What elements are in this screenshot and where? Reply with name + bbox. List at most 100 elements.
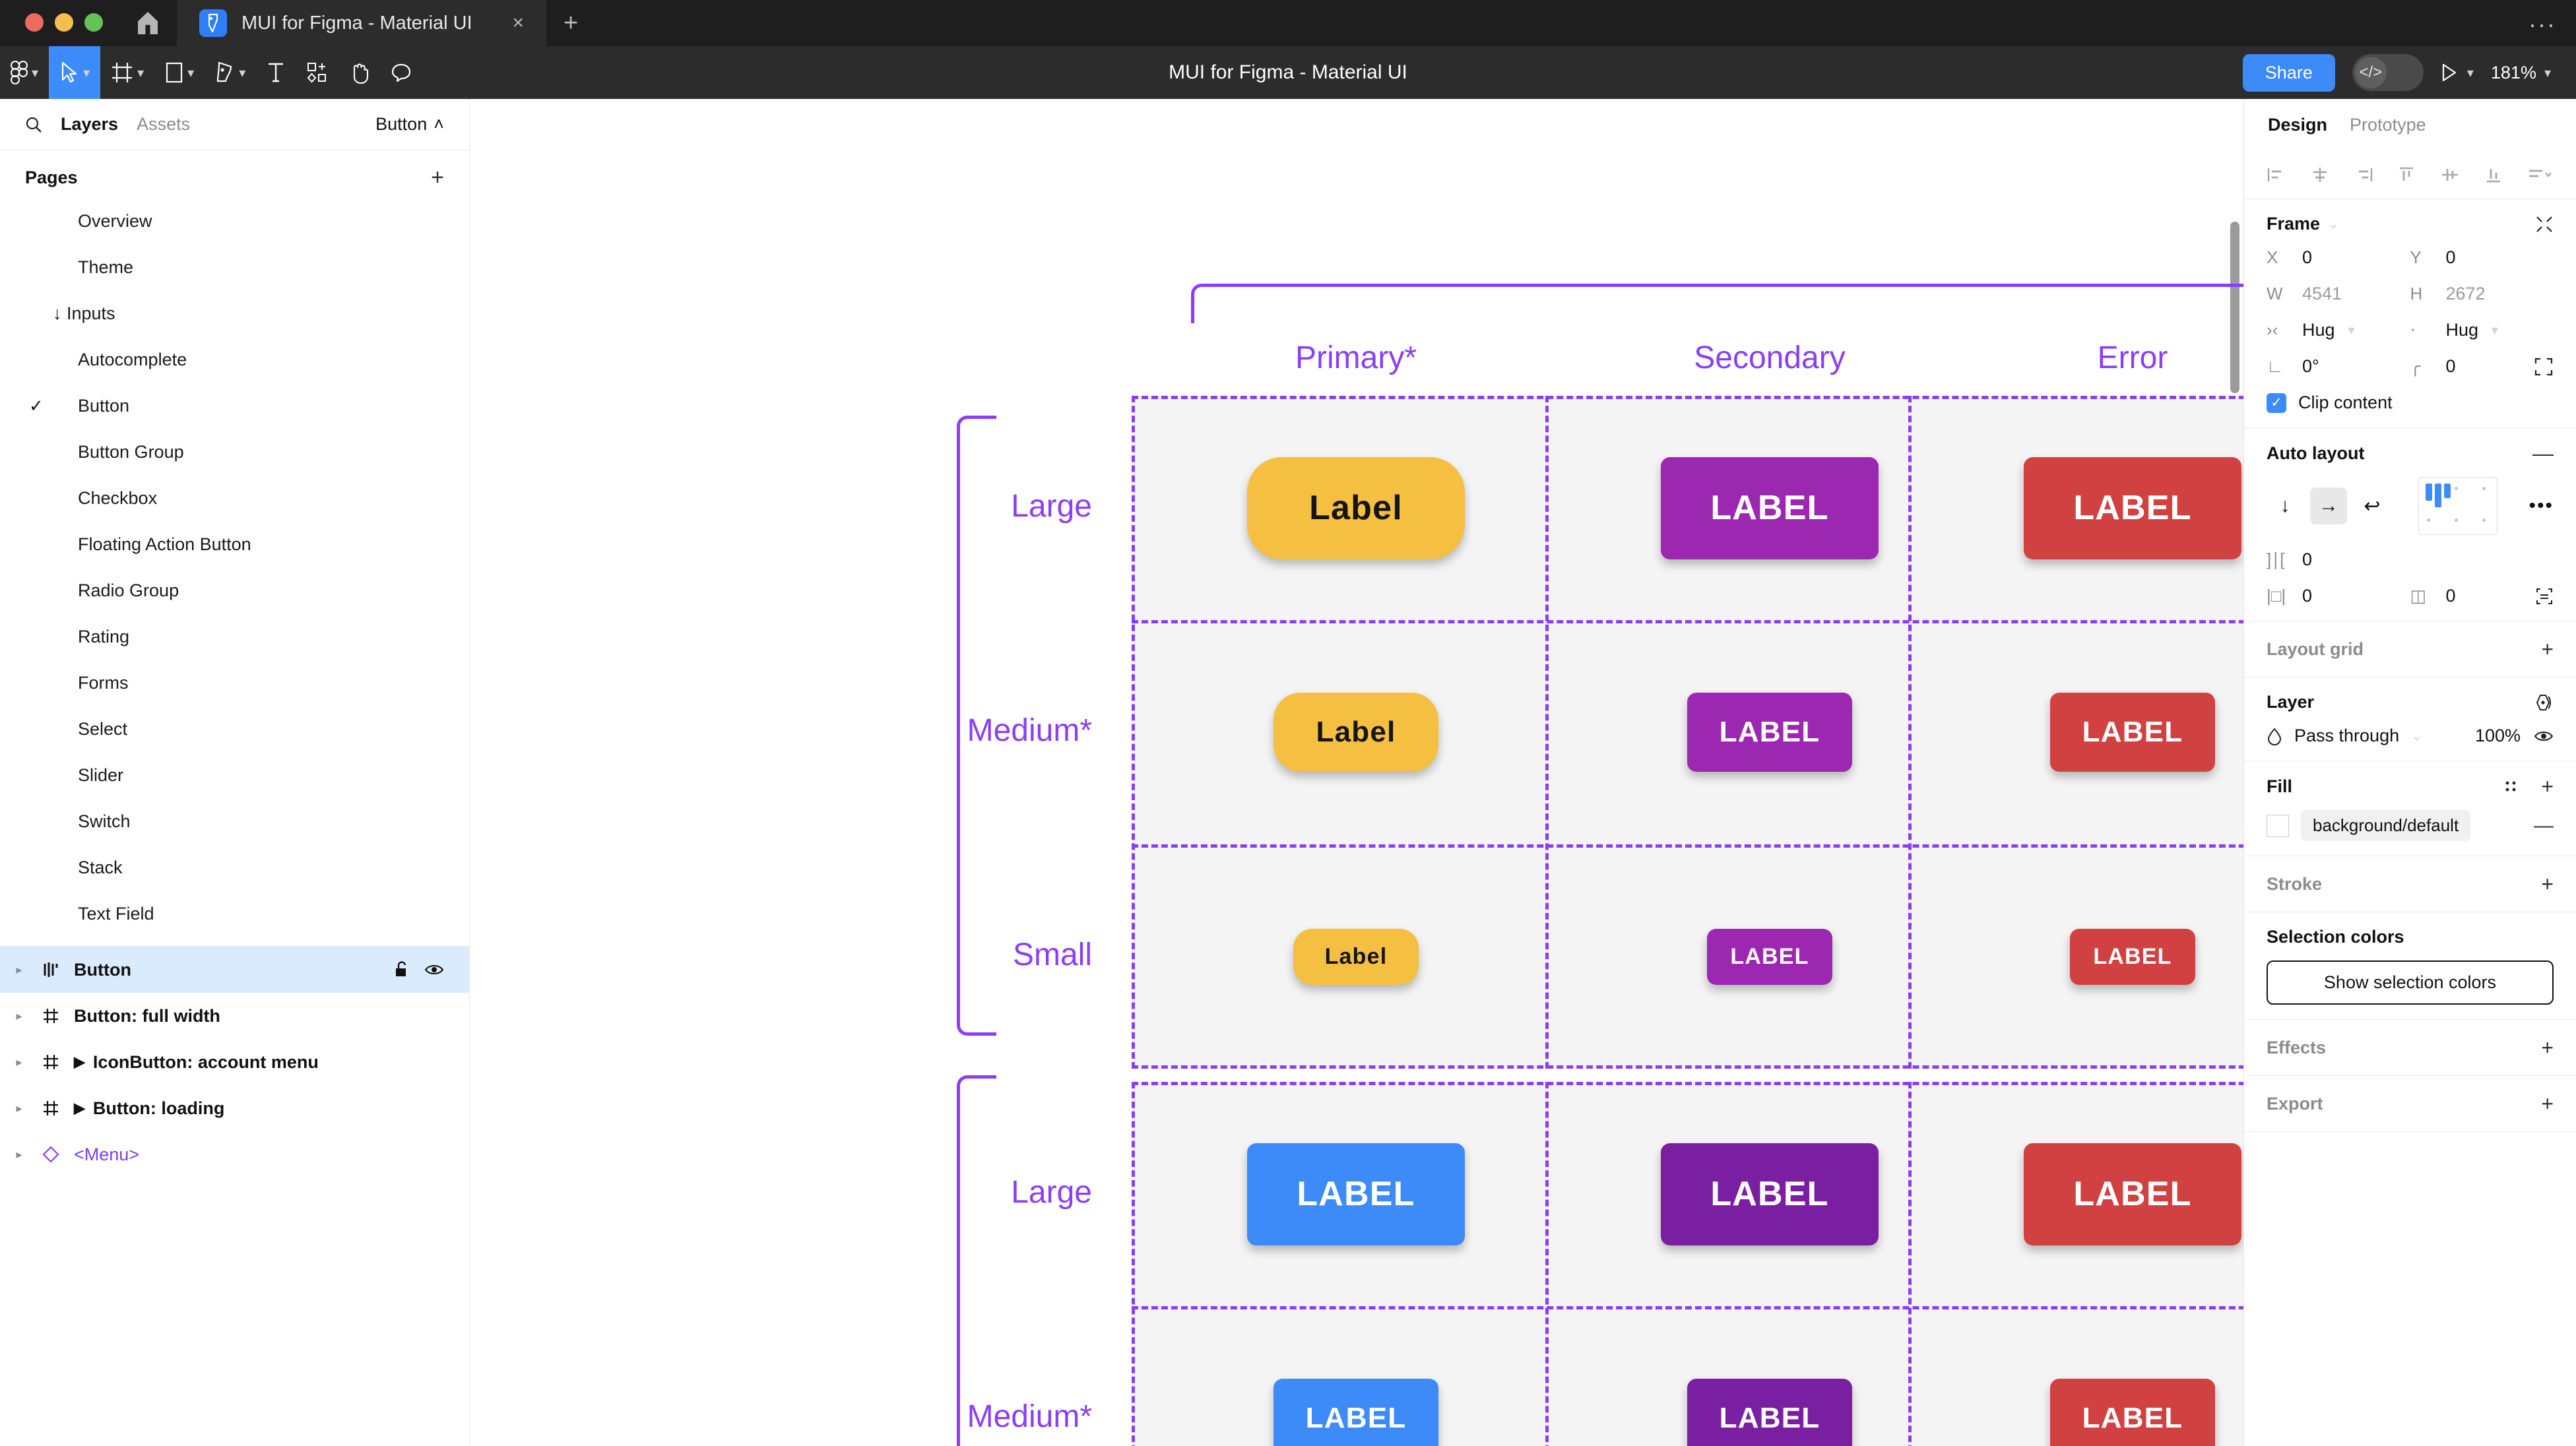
layer-row[interactable]: ▸Button [0, 947, 469, 993]
distribute-icon[interactable] [2527, 166, 2554, 183]
align-right-icon[interactable] [2354, 166, 2373, 183]
close-window-button[interactable] [25, 13, 44, 32]
page-item-floating-action-button[interactable]: Floating Action Button [0, 521, 469, 567]
collapse-icon[interactable] [2535, 215, 2554, 234]
align-horizontal-center-icon[interactable] [2310, 166, 2330, 183]
expand-triangle-icon[interactable]: ▶ [74, 1053, 85, 1070]
breadcrumb[interactable]: Button ˄ [375, 114, 444, 135]
comment-tool-button[interactable] [380, 46, 422, 99]
chevron-down-icon[interactable]: ⌄ [2328, 217, 2339, 232]
move-tool-button[interactable]: ▾ [49, 46, 101, 99]
clip-content-row[interactable]: ✓ Clip content [2267, 393, 2554, 413]
vertical-padding-field[interactable]: ◫ 0 [2410, 586, 2554, 606]
material-button[interactable]: LABEL [1687, 693, 1852, 772]
material-button[interactable]: LABEL [2024, 456, 2241, 559]
tab-prototype[interactable]: Prototype [2350, 114, 2426, 135]
shape-tool-button[interactable]: ▾ [154, 46, 205, 99]
eye-icon[interactable] [2534, 730, 2554, 743]
material-button[interactable]: LABEL [2070, 928, 2195, 985]
browser-tab[interactable]: MUI for Figma - Material UI × [177, 0, 546, 46]
direction-wrap-icon[interactable]: ↩ [2364, 495, 2381, 517]
share-button[interactable]: Share [2242, 53, 2335, 92]
window-overflow-menu[interactable]: ··· [2528, 11, 2556, 38]
minimize-window-button[interactable] [55, 13, 73, 32]
new-tab-button[interactable]: + [564, 9, 579, 37]
height-field[interactable]: H 2672 [2410, 284, 2554, 304]
zoom-control[interactable]: 181% ▾ [2491, 63, 2551, 83]
material-button[interactable]: Label [1273, 693, 1438, 772]
expand-triangle-icon[interactable]: ▶ [74, 1100, 85, 1116]
material-button[interactable]: LABEL [1687, 1379, 1852, 1446]
tab-design[interactable]: Design [2268, 114, 2328, 135]
layer-row[interactable]: ▸<Menu> [0, 1131, 469, 1178]
opacity-value[interactable]: 100% [2474, 726, 2521, 745]
page-item-stack[interactable]: Stack [0, 844, 469, 891]
eye-icon[interactable] [424, 963, 444, 976]
material-button[interactable]: LABEL [1247, 1143, 1465, 1245]
material-button[interactable]: LABEL [2050, 1379, 2215, 1446]
direction-horizontal-icon[interactable]: → [2310, 487, 2347, 524]
components-tool-button[interactable] [296, 46, 339, 99]
tab-layers[interactable]: Layers [61, 114, 119, 134]
material-button[interactable]: Label [1247, 456, 1465, 559]
material-button[interactable]: LABEL [2024, 1143, 2241, 1245]
page-item-select[interactable]: Select [0, 706, 469, 752]
page-item-button-group[interactable]: Button Group [0, 429, 469, 475]
chevron-right-icon[interactable]: ▸ [16, 1101, 22, 1115]
canvas-vertical-scrollbar[interactable] [2230, 222, 2239, 393]
pen-tool-button[interactable]: ▾ [205, 46, 256, 99]
chevron-right-icon[interactable]: ▸ [16, 1147, 22, 1161]
add-page-button[interactable]: + [431, 165, 444, 190]
page-item-overview[interactable]: Overview [0, 198, 469, 244]
add-effect-button[interactable]: + [2541, 1036, 2554, 1059]
page-item-button[interactable]: ✓Button [0, 383, 469, 429]
clip-content-checkbox[interactable]: ✓ [2267, 393, 2286, 413]
layer-row[interactable]: ▸▶Button: loading [0, 1085, 469, 1131]
close-icon[interactable]: × [512, 12, 524, 34]
material-button[interactable]: LABEL [1661, 1143, 1879, 1245]
align-left-icon[interactable] [2267, 166, 2286, 183]
styles-icon[interactable] [2503, 778, 2519, 794]
figma-menu-button[interactable]: ▾ [0, 46, 49, 99]
page-item-radio-group[interactable]: Radio Group [0, 567, 469, 613]
add-stroke-button[interactable]: + [2541, 872, 2554, 896]
material-button[interactable]: Label [1293, 928, 1419, 985]
chevron-right-icon[interactable]: ▸ [16, 962, 22, 976]
page-item-switch[interactable]: Switch [0, 798, 469, 844]
design-canvas[interactable]: Contained Primary*SecondaryErrorWarningL… [470, 99, 2243, 1446]
fill-token-name[interactable]: background/default [2301, 810, 2471, 841]
layer-style-icon[interactable] [2534, 693, 2554, 712]
page-item-text-field[interactable]: Text Field [0, 891, 469, 937]
page-item-rating[interactable]: Rating [0, 613, 469, 660]
page-item-forms[interactable]: Forms [0, 660, 469, 706]
material-button[interactable]: LABEL [1273, 1379, 1438, 1446]
vertical-resize-field[interactable]: ⋅ Hug ▾ [2410, 320, 2554, 340]
align-bottom-icon[interactable] [2484, 166, 2503, 183]
chevron-right-icon[interactable]: ▸ [16, 1055, 22, 1069]
page-item-slider[interactable]: Slider [0, 752, 469, 798]
material-button[interactable]: LABEL [1707, 928, 1832, 985]
corner-radius-field[interactable]: ╭ 0 [2410, 356, 2554, 377]
alignment-grid[interactable] [2418, 477, 2497, 535]
material-button[interactable]: LABEL [2050, 693, 2215, 772]
advanced-layout-icon[interactable] [2535, 587, 2554, 606]
home-button[interactable] [119, 0, 177, 46]
tab-assets[interactable]: Assets [137, 114, 191, 134]
add-fill-button[interactable]: + [2541, 774, 2554, 798]
y-field[interactable]: Y 0 [2410, 247, 2554, 268]
hand-tool-button[interactable] [339, 46, 380, 99]
page-item-inputs[interactable]: ↓ Inputs [0, 290, 469, 336]
maximize-window-button[interactable] [84, 13, 103, 32]
layer-row[interactable]: ▸Button: full width [0, 993, 469, 1039]
material-button[interactable]: LABEL [1661, 456, 1879, 559]
remove-fill-button[interactable]: — [2534, 814, 2554, 836]
horizontal-padding-field[interactable]: |□| 0 [2267, 586, 2410, 606]
text-tool-button[interactable] [256, 46, 296, 99]
width-field[interactable]: W 4541 [2267, 284, 2410, 304]
layer-row[interactable]: ▸▶IconButton: account menu [0, 1039, 469, 1085]
horizontal-resize-field[interactable]: ›‹ Hug ▾ [2267, 320, 2410, 340]
x-field[interactable]: X 0 [2267, 247, 2410, 268]
rotation-field[interactable]: ∟ 0° [2267, 356, 2410, 377]
chevron-right-icon[interactable]: ▸ [16, 1009, 22, 1022]
frame-tool-button[interactable]: ▾ [100, 46, 154, 99]
